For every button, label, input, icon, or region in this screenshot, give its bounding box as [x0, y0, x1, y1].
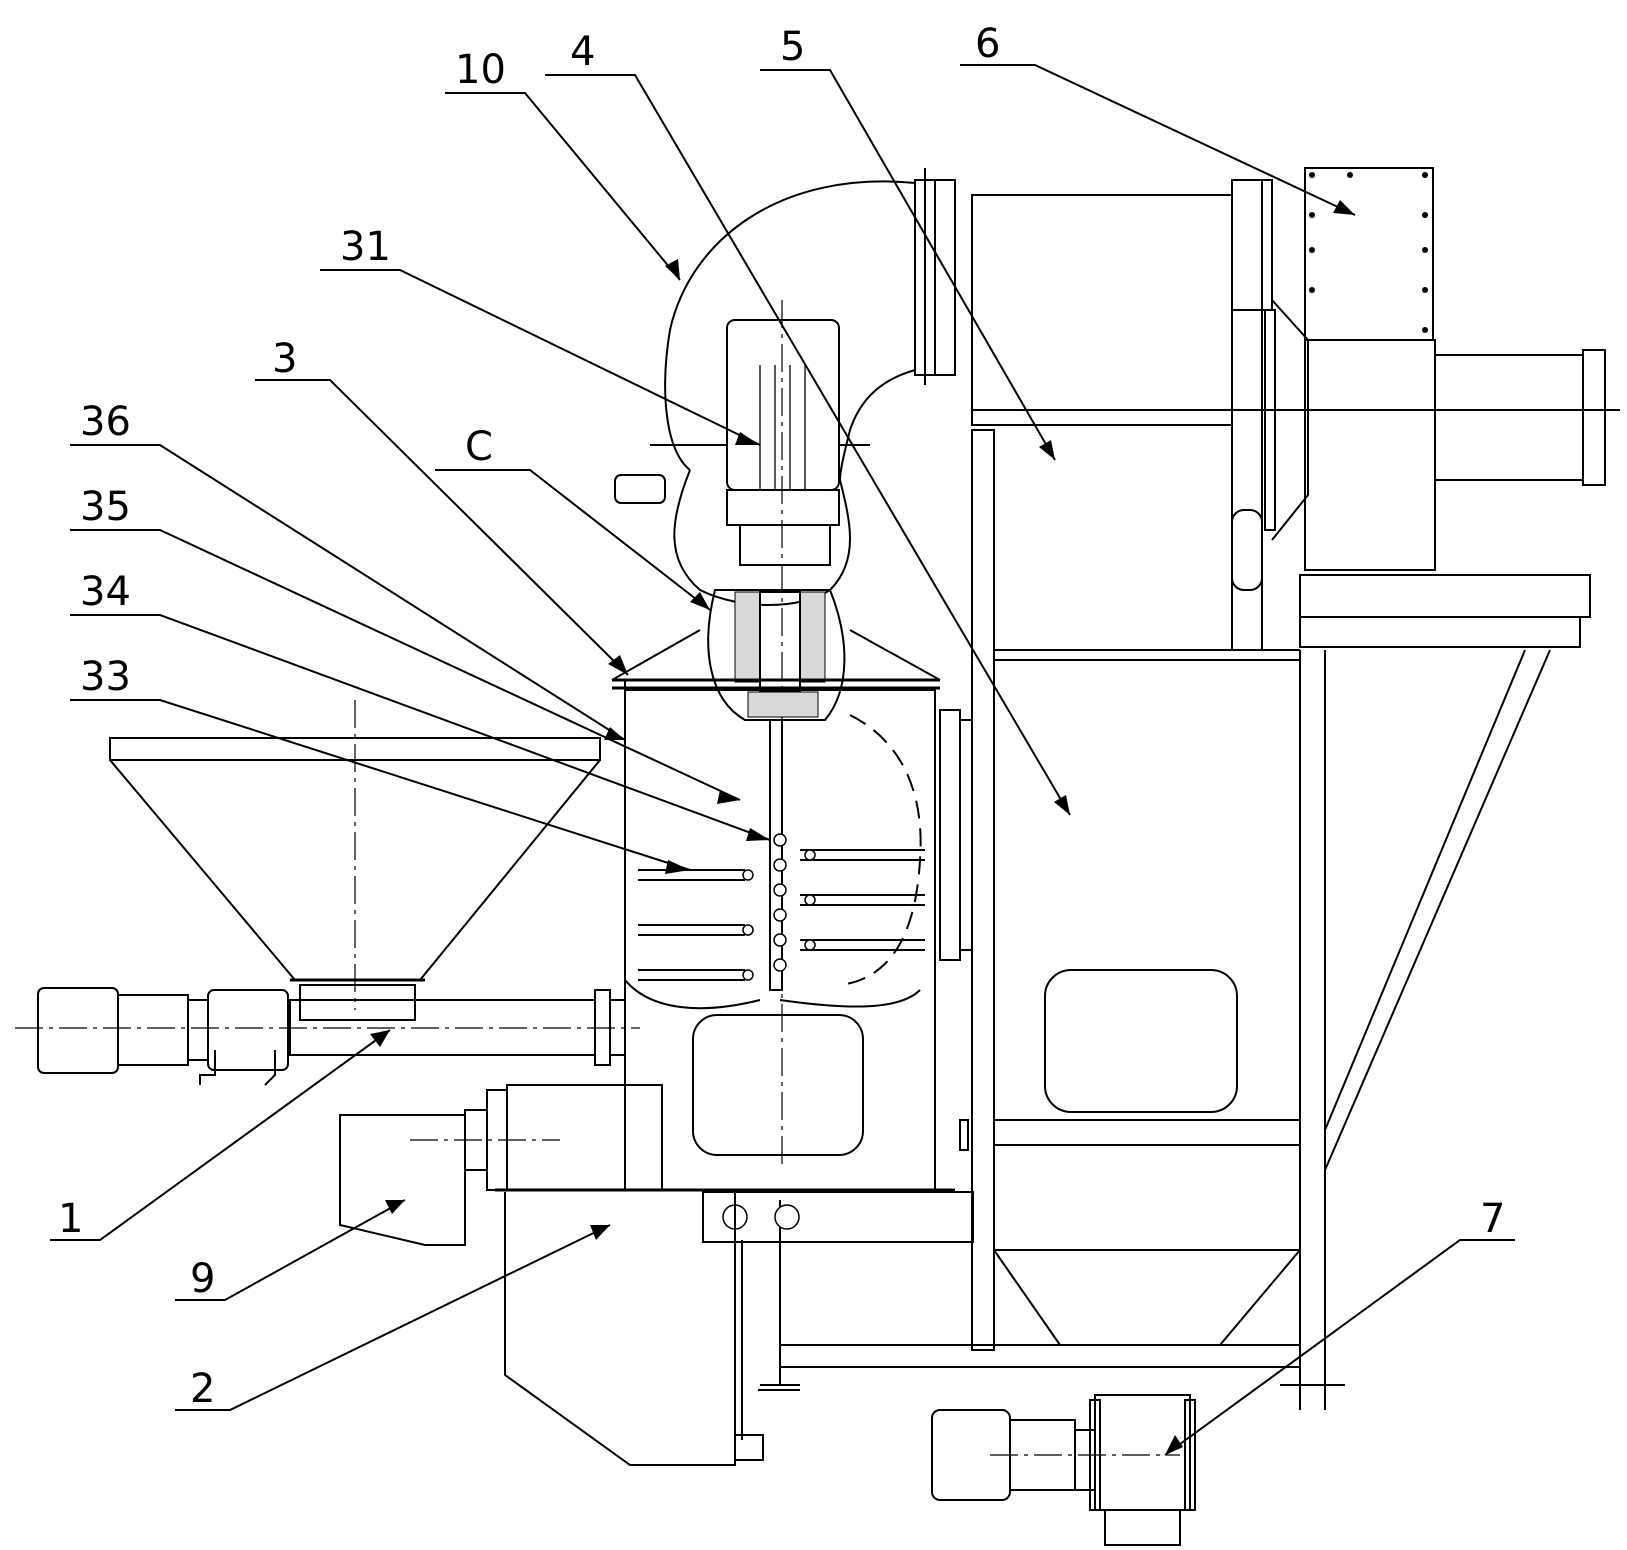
callout-5: 5 — [780, 24, 805, 70]
callout-31: 31 — [340, 224, 391, 270]
callout-1: 1 — [58, 1196, 83, 1242]
fan-housing — [971, 167, 1620, 651]
mill-body — [495, 689, 974, 1243]
silo-body — [971, 429, 1301, 1351]
rotary-valve — [931, 1394, 1196, 1546]
callout-33: 33 — [80, 654, 131, 700]
callout-3: 3 — [272, 336, 297, 382]
callout-36: 36 — [80, 399, 131, 445]
callout-10: 10 — [455, 47, 506, 93]
callout-C: C — [465, 424, 493, 470]
mill-motor — [339, 1084, 663, 1246]
screw-feeder — [15, 987, 640, 1086]
callout-34: 34 — [80, 569, 131, 615]
classifier-motor — [614, 300, 870, 1170]
callout-9: 9 — [190, 1256, 215, 1302]
elbow-duct — [664, 168, 956, 481]
support-frame — [760, 649, 1551, 1410]
leader-lines — [50, 64, 1515, 1456]
callout-7: 7 — [1480, 1196, 1505, 1242]
callout-4: 4 — [570, 29, 595, 75]
feed-hopper — [109, 700, 601, 1021]
classifier-housing — [611, 469, 941, 1010]
collection-hopper — [504, 1192, 800, 1466]
callout-2: 2 — [190, 1366, 215, 1412]
callout-35: 35 — [80, 484, 131, 530]
arrowheads — [370, 200, 1355, 1455]
callout-6: 6 — [975, 21, 1000, 67]
